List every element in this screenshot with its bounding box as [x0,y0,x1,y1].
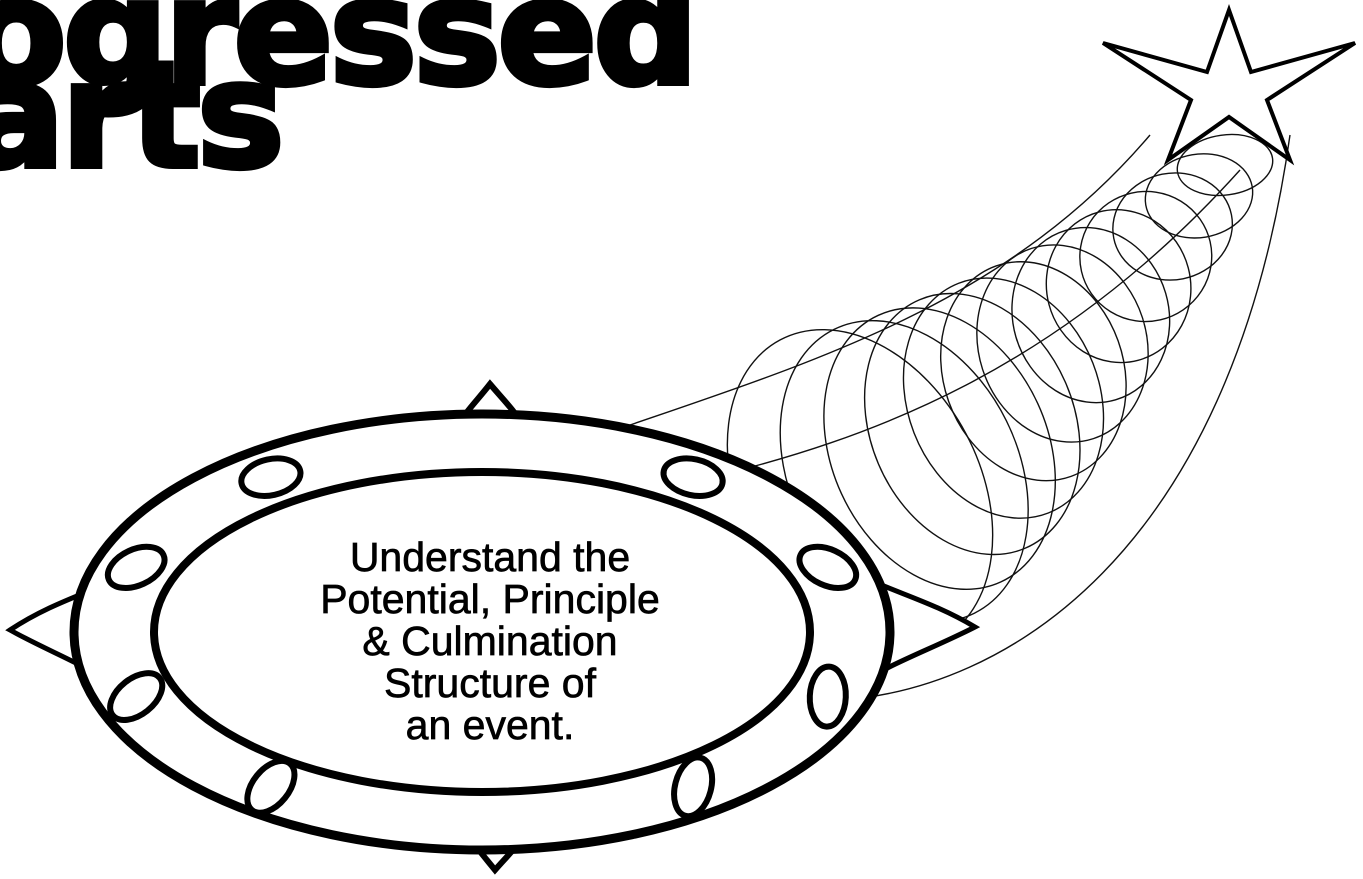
coil-loop [1139,146,1260,246]
coil-loop [991,208,1190,421]
motto: Understand the Potential, Principle & Cu… [150,536,830,746]
motto-line-1: Understand the [150,536,830,578]
motto-line-5: an event. [150,704,830,746]
coil-loop [1103,162,1242,290]
coil-loop [869,248,1137,547]
motto-line-4: Structure of [150,662,830,704]
trail-upper-edge [630,135,1150,425]
motto-line-2: Potential, Principle [150,578,830,620]
star-icon [1103,10,1355,160]
coil-loop [952,222,1174,464]
motto-line-3: & Culmination [150,620,830,662]
